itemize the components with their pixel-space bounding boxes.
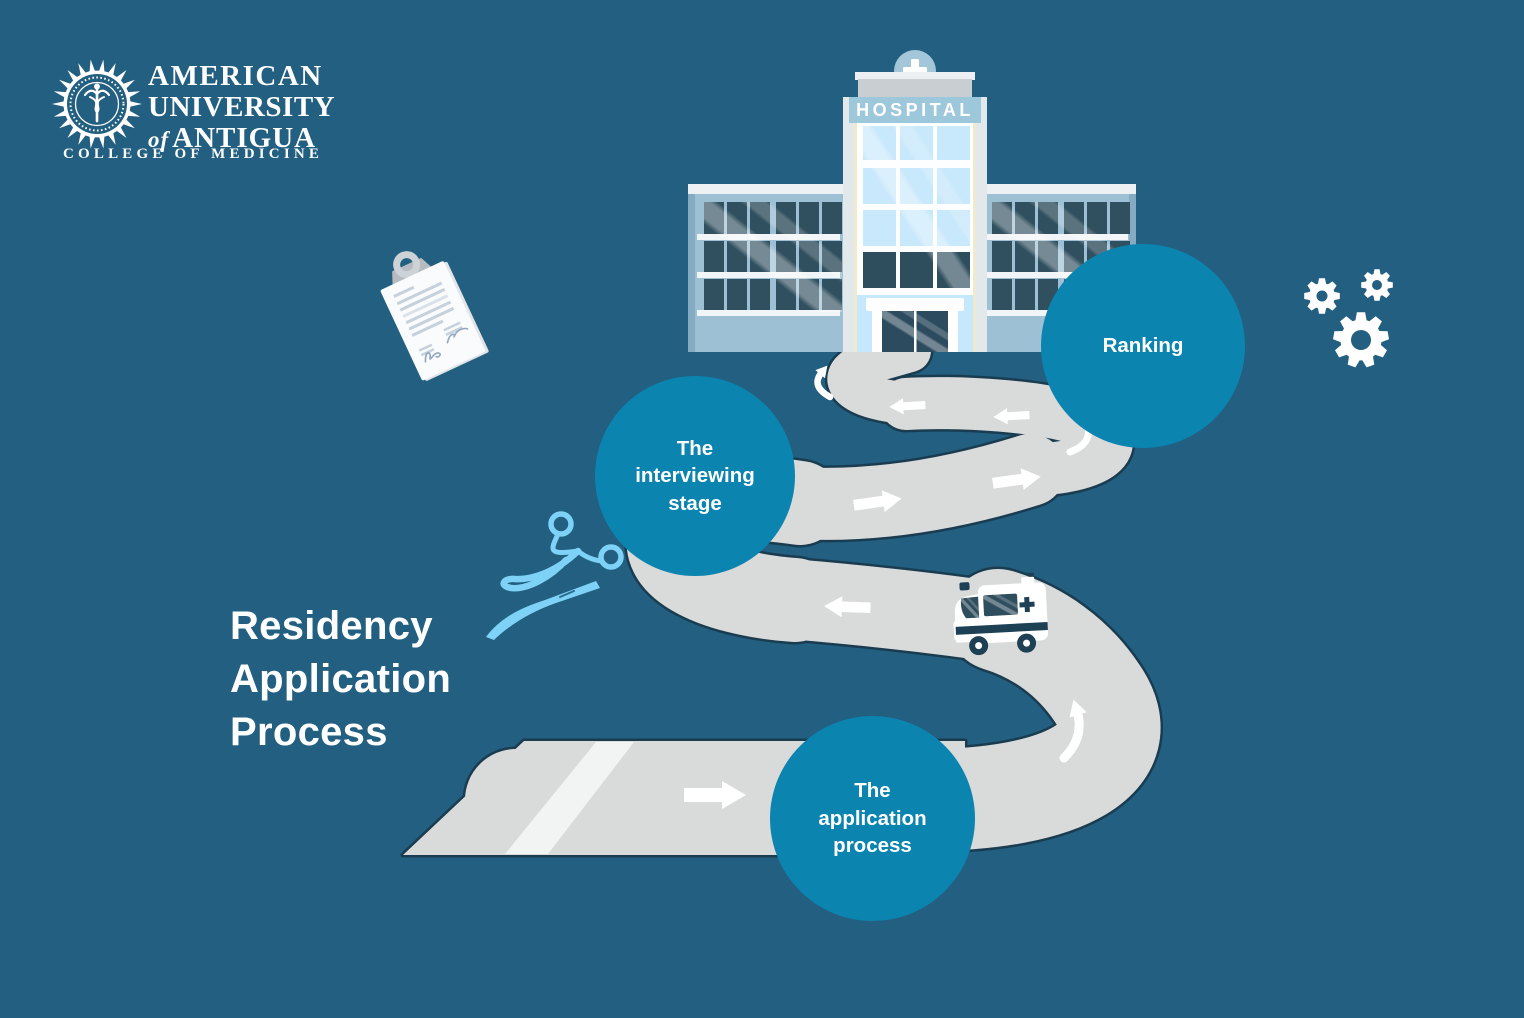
brand-antigua: ANTIGUA	[172, 122, 317, 154]
step-label: The interviewing stage	[635, 436, 755, 515]
brand-of: of	[148, 127, 170, 152]
step-circle-interviewing: The interviewing stage	[595, 376, 795, 576]
title-line-1: Residency	[230, 604, 433, 648]
hospital-sign: HOSPITAL	[856, 100, 974, 120]
title-line-3: Process	[230, 710, 388, 754]
gears-icon	[1304, 269, 1393, 368]
step-circle-ranking: Ranking	[1041, 244, 1245, 448]
clipboard-document-icon	[380, 251, 489, 381]
brand-line-2: UNIVERSITY	[148, 91, 336, 123]
road-direction-arrows	[684, 365, 1095, 809]
step-label: Ranking	[1102, 334, 1184, 358]
brand-college-of-medicine: COLLEGE OF MEDICINE	[63, 146, 324, 162]
road-light-stripe	[505, 742, 634, 854]
step-label: The application process	[818, 779, 927, 858]
surgical-scissors-scalpel-icon	[486, 511, 624, 640]
step-circle-application: The application process	[770, 716, 975, 921]
brand-line-1: AMERICAN	[148, 60, 323, 92]
ambulance-icon	[953, 572, 1049, 656]
caduceus-icon	[83, 83, 111, 123]
university-seal-icon	[52, 59, 142, 149]
page-title: Residency Application Process	[230, 600, 451, 759]
title-line-2: Application	[230, 657, 452, 701]
